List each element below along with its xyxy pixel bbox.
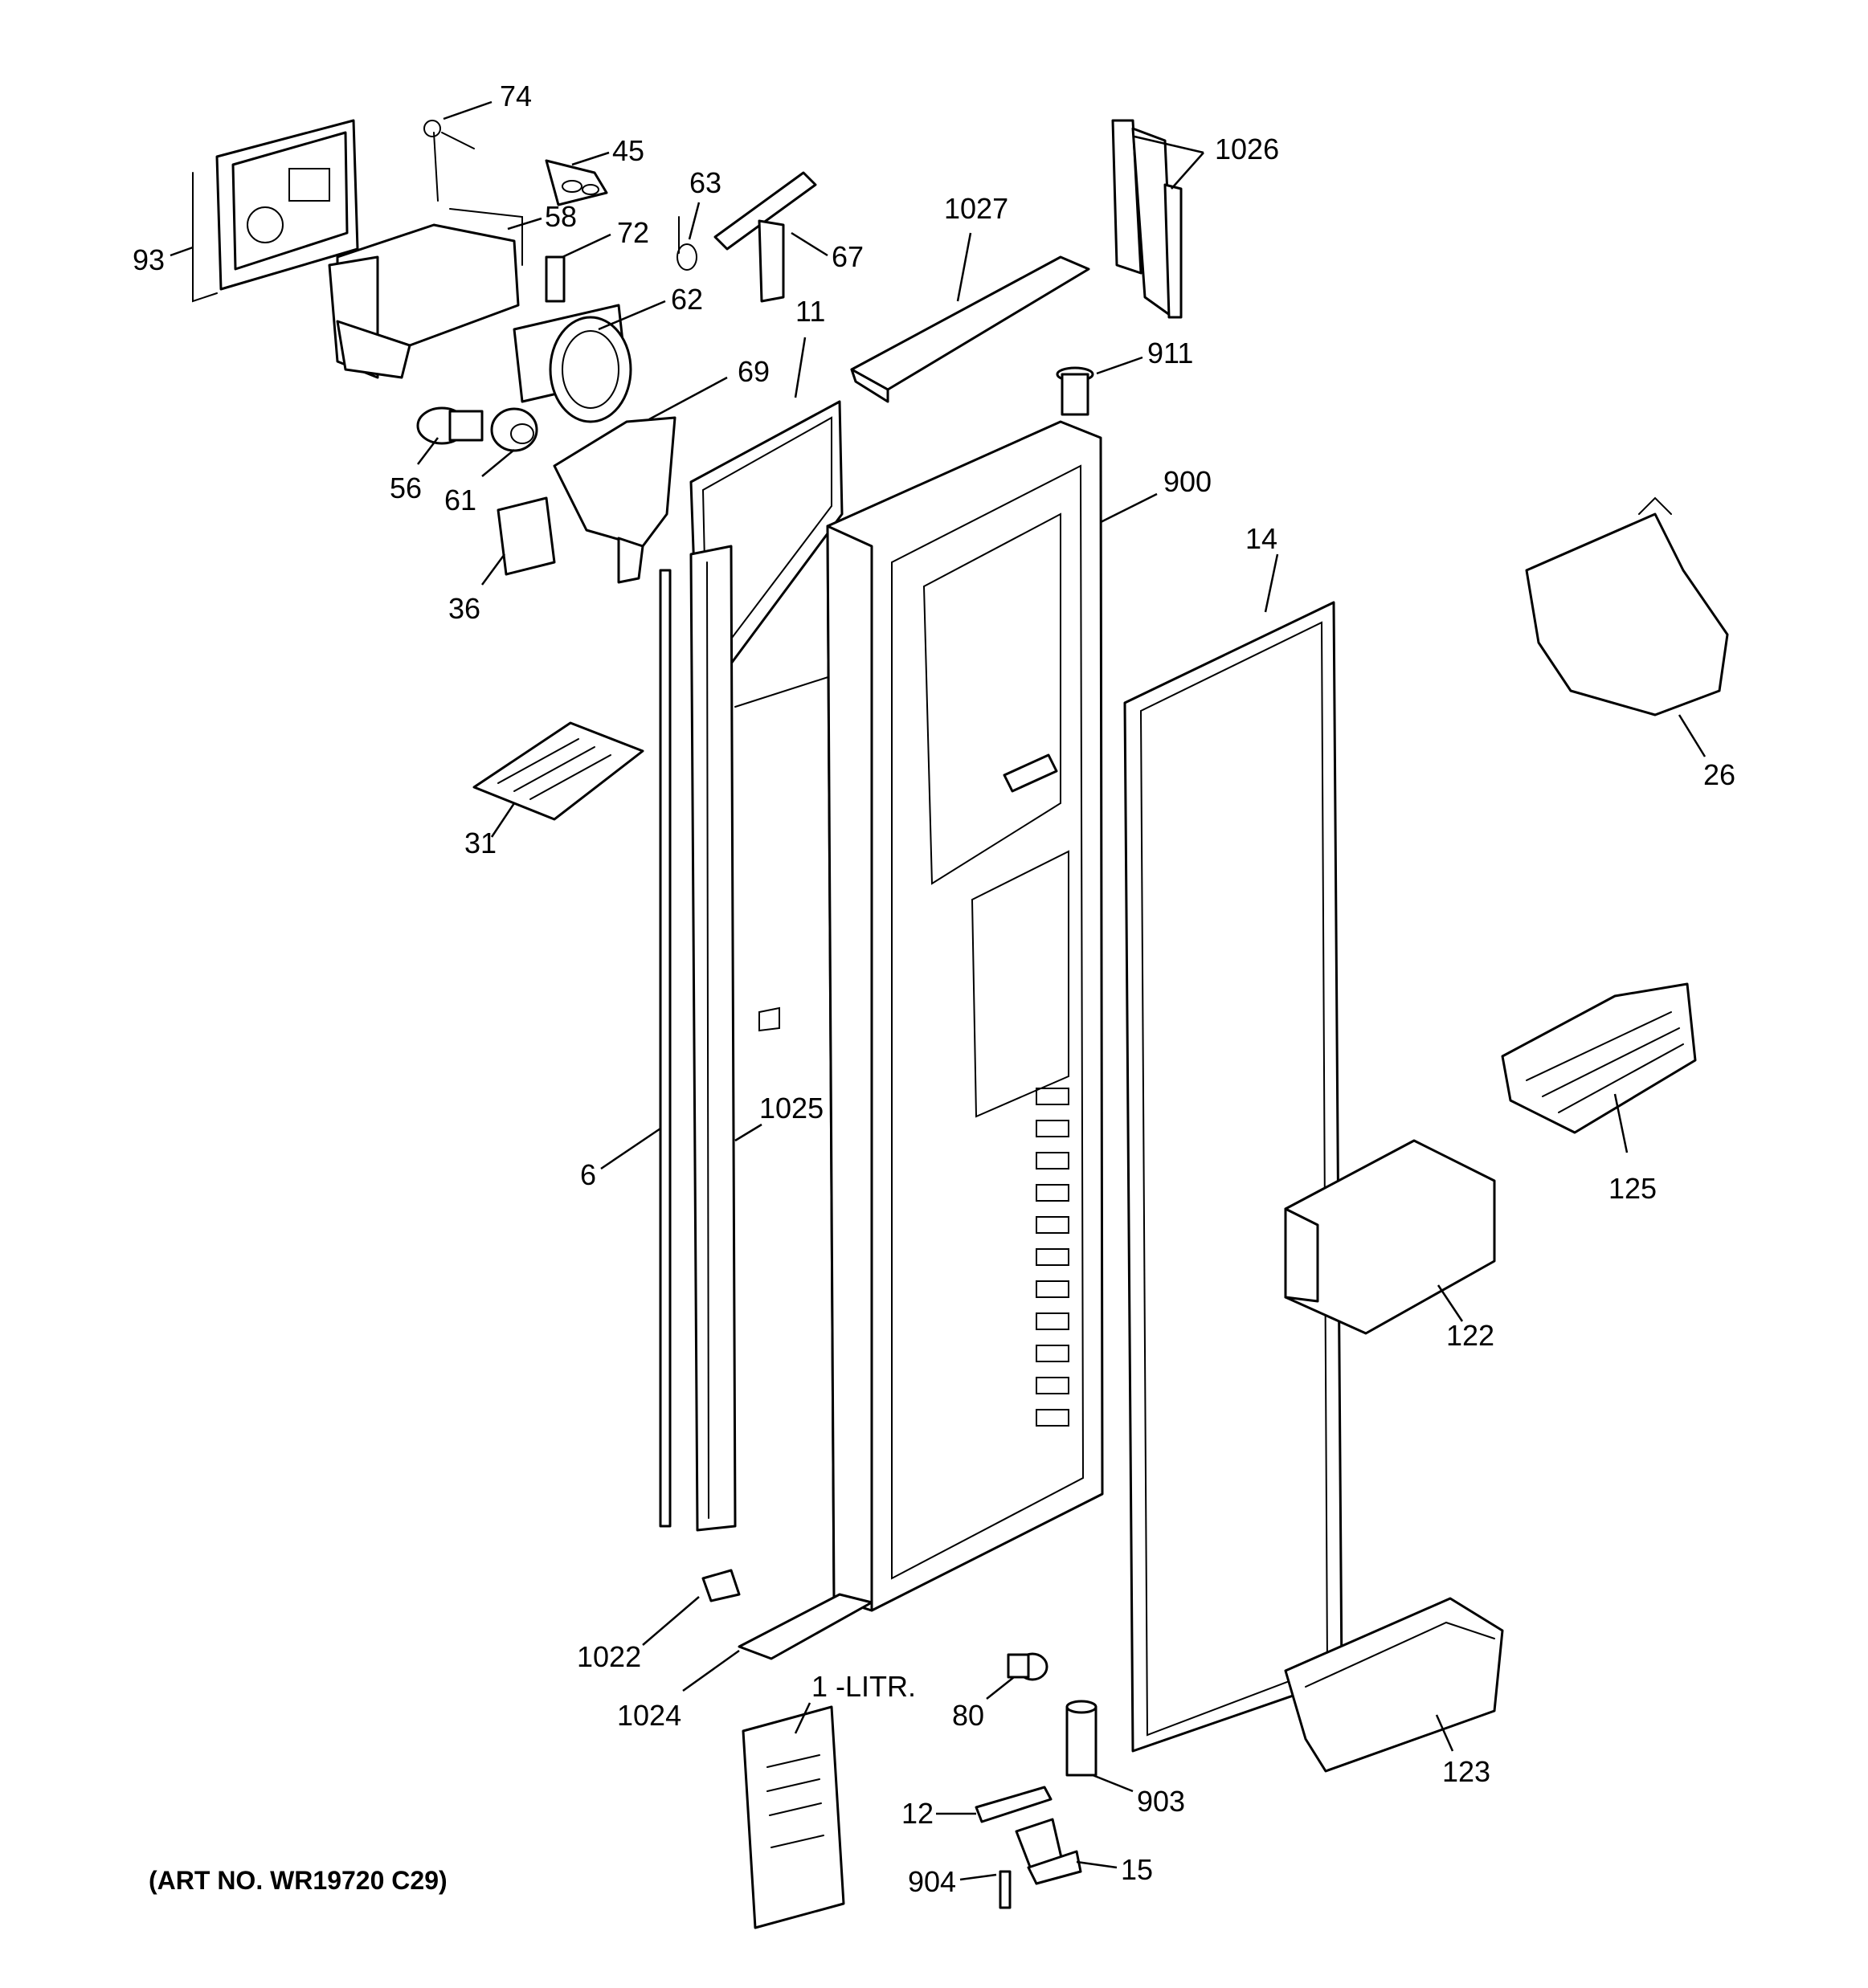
callout-6: 6 — [580, 1158, 596, 1191]
part-122-door-bin — [1284, 1139, 1496, 1335]
part-67-lever — [713, 171, 817, 303]
art-number: (ART NO. WR19720 C29) — [149, 1866, 448, 1895]
callout-63: 63 — [689, 166, 721, 199]
part-69-chute — [553, 416, 676, 584]
callout-11: 11 — [795, 295, 825, 328]
callout-12: 12 — [901, 1797, 934, 1830]
part-1027-top-trim — [850, 255, 1090, 403]
part-15-bottom-hinge — [1015, 1818, 1082, 1885]
part-123-bottom-bin — [1284, 1597, 1504, 1773]
callout-1024: 1024 — [617, 1699, 681, 1732]
part-14-door-gasket — [1123, 601, 1343, 1753]
callout-61: 61 — [444, 484, 476, 516]
callout-1022: 1022 — [577, 1640, 641, 1673]
part-56-motor — [416, 406, 484, 445]
callout-903: 903 — [1137, 1785, 1185, 1818]
callout-80: 80 — [952, 1699, 984, 1732]
part-125-wire-basket — [1501, 982, 1697, 1134]
part-63-spring — [676, 216, 697, 271]
callout-72: 72 — [617, 216, 649, 249]
callout-74: 74 — [500, 80, 532, 112]
part-12-hinge-plate — [975, 1786, 1053, 1823]
callout-67: 67 — [832, 240, 864, 273]
part-72-switch — [545, 255, 566, 303]
callout-1025: 1025 — [759, 1092, 824, 1125]
callout-26: 26 — [1703, 758, 1735, 791]
part-31-drip-grille — [472, 721, 644, 821]
callout-36: 36 — [448, 592, 480, 625]
part-80-plug — [1007, 1652, 1048, 1681]
callout-14: 14 — [1245, 522, 1277, 555]
callout-45: 45 — [612, 134, 644, 167]
part-903-bushing — [1065, 1700, 1098, 1777]
callout-93: 93 — [133, 243, 165, 276]
part-1024-bracket — [738, 1593, 873, 1660]
callout-122: 122 — [1446, 1319, 1494, 1352]
part-1022-clip — [701, 1569, 741, 1602]
callout-69: 69 — [738, 355, 770, 388]
callout-56: 56 — [390, 471, 422, 504]
part-36-bracket — [497, 496, 556, 576]
callout-15: 15 — [1121, 1853, 1153, 1886]
callout-1-litr: 1 -LITR. — [811, 1670, 916, 1703]
part-74-spring — [423, 120, 475, 202]
part-900-shelf-clips — [1036, 1088, 1069, 1427]
callout-31: 31 — [464, 827, 497, 859]
part-1-literature — [742, 1705, 845, 1929]
part-61-coupling — [490, 407, 538, 452]
callout-911: 911 — [1147, 337, 1193, 369]
part-904-screw — [999, 1870, 1012, 1909]
callout-900: 900 — [1163, 465, 1212, 498]
callout-123: 123 — [1442, 1755, 1490, 1788]
part-45-bracket — [545, 159, 608, 206]
callout-labels: 74 45 93 58 63 72 67 62 1027 1026 911 11… — [133, 80, 1735, 1898]
leader-lines — [170, 100, 1707, 1881]
part-93-control-panel — [192, 119, 359, 303]
part-1025-channel-trim — [689, 545, 836, 1532]
callout-1027: 1027 — [944, 192, 1008, 225]
part-1026-hinge-trim — [1111, 119, 1183, 319]
part-26-cover — [1525, 496, 1729, 716]
callout-904: 904 — [908, 1865, 956, 1898]
callout-62: 62 — [671, 283, 703, 316]
part-58-dispenser-housing — [328, 208, 523, 379]
callout-1026: 1026 — [1215, 133, 1279, 165]
part-911-bushing — [1056, 366, 1094, 416]
callout-125: 125 — [1608, 1172, 1657, 1205]
part-900-door — [826, 420, 1104, 1612]
part-6-rod — [659, 569, 672, 1528]
callout-58: 58 — [545, 200, 577, 233]
